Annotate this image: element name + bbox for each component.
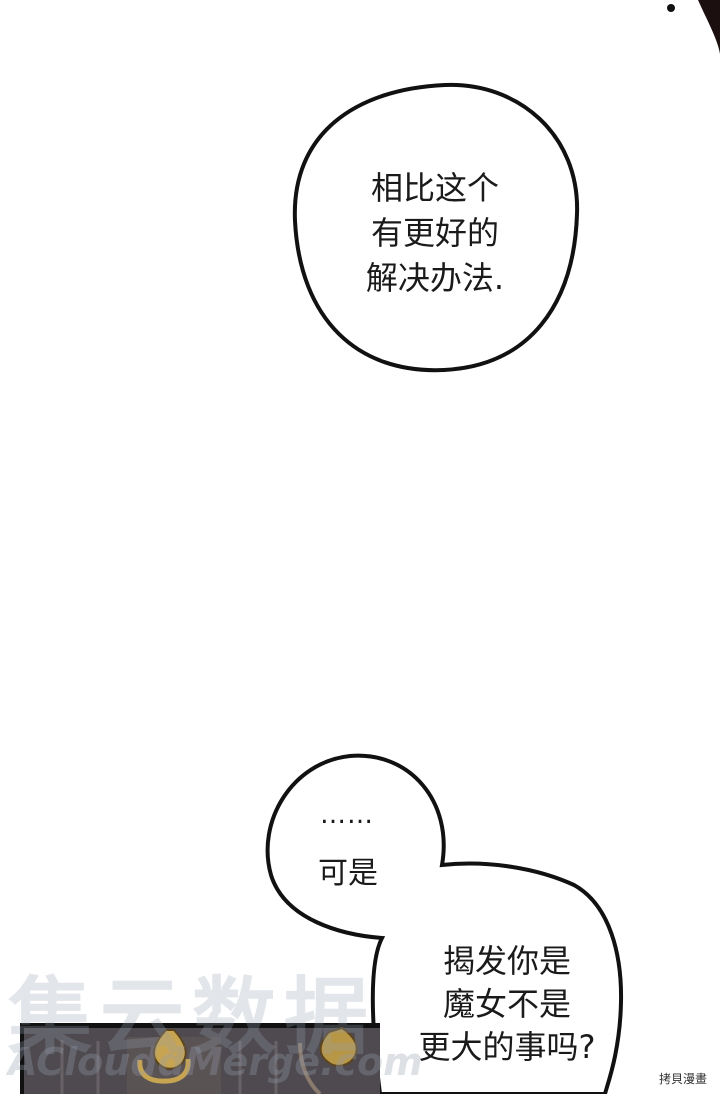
watermark-main: 集云数据 bbox=[8, 968, 377, 1066]
speech-bubble-1-text: 相比这个 有更好的 解决办法. bbox=[365, 169, 505, 297]
corner-label: 拷貝漫畫 bbox=[655, 1069, 710, 1088]
speech-bubble-2-text: 揭发你是 魔女不是 更大的事吗? bbox=[418, 942, 596, 1066]
speech-bubble-2-first-line: 可是 bbox=[318, 856, 378, 891]
speech-bubble-2-ellipsis: …… bbox=[320, 800, 374, 830]
watermark-url: AClouddMerge.com bbox=[8, 1040, 423, 1084]
top-right-mark bbox=[667, 0, 720, 54]
